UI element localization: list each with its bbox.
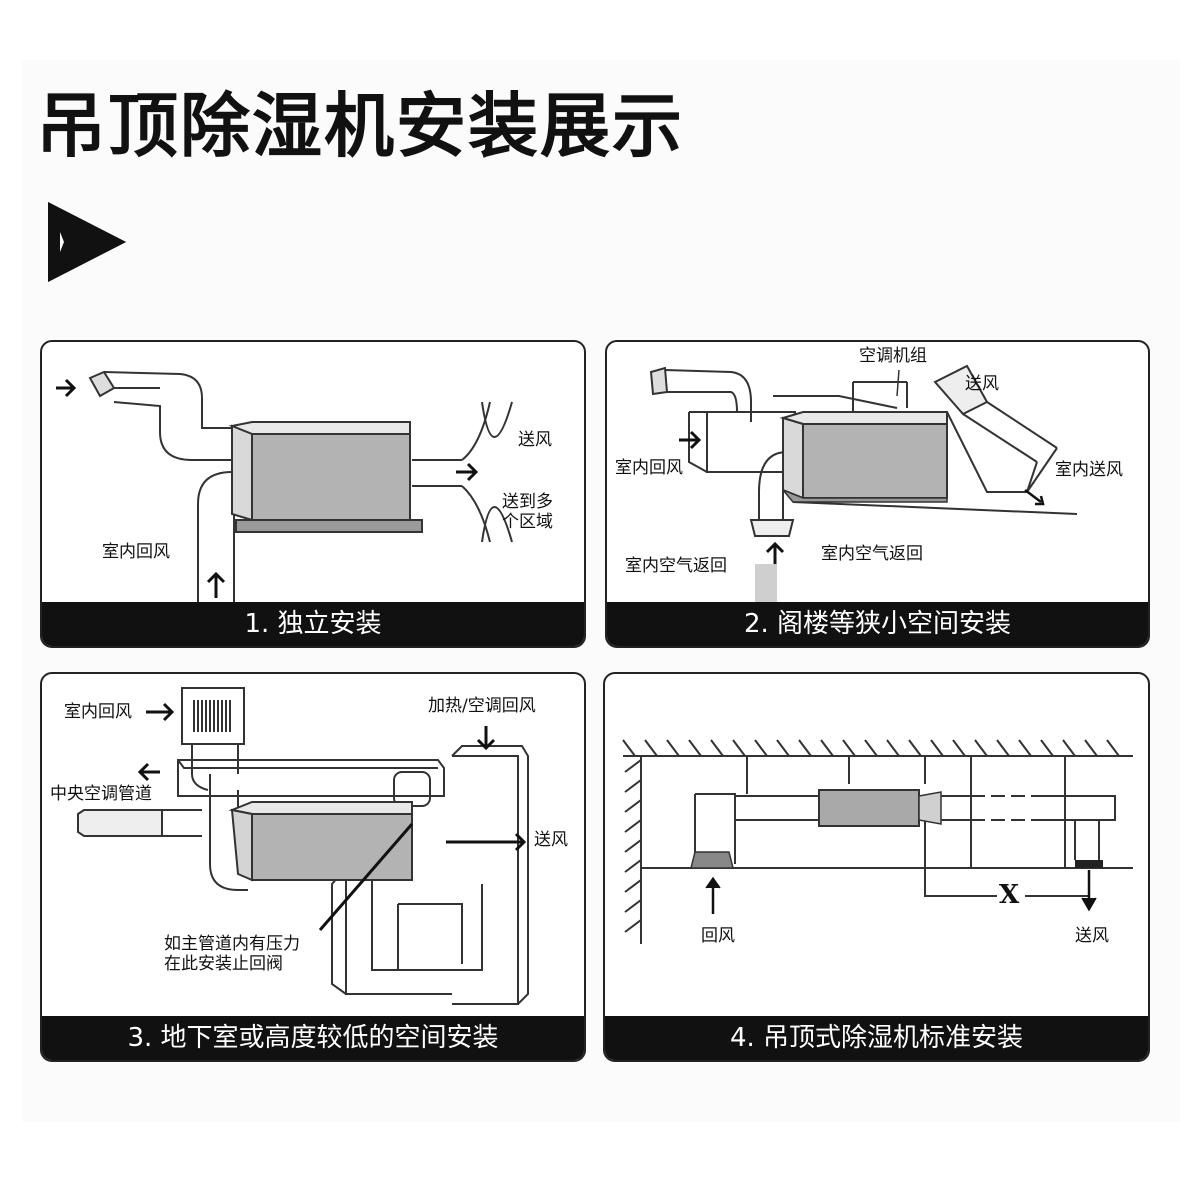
arrow-down-icon (476, 726, 496, 751)
attic-install-diagram (649, 364, 1078, 604)
panel-standalone-install: 送风 送到多 个区域 室内回风 1. 独立安装 (40, 340, 586, 648)
arrow-left-icon (137, 762, 160, 782)
label-air-return: 室内空气返回 (625, 556, 727, 576)
label-supply: 送风 (534, 830, 568, 850)
arrow-right-icon (446, 832, 527, 852)
standard-ceiling-install-diagram (622, 739, 1133, 944)
label-indoor-return: 室内回风 (102, 542, 170, 562)
label-indoor-supply: 室内送风 (1055, 460, 1123, 480)
label-supply: 送风 (518, 430, 552, 450)
arrow-up-icon (705, 876, 721, 914)
panel-standard-ceiling-install: X 回风 送风 4. 吊顶式除湿机标准安装 (603, 672, 1150, 1062)
label-return: 回风 (701, 926, 735, 946)
arrow-right-icon (679, 430, 702, 450)
arrow-up-icon (206, 571, 226, 598)
arrow-down-icon (1024, 489, 1045, 506)
panel-caption: 1. 独立安装 (42, 602, 584, 646)
panel-basement-install: 室内回风 加热/空调回风 中央空调管道 送风 如主管道内有压力 在此安装止回阀 … (40, 672, 586, 1062)
panel-attic-install: 空调机组 送风 室内回风 室内送风 室内空气返回 室内空气返回 2. 阁楼等狭小… (605, 340, 1150, 648)
panel-caption: 3. 地下室或高度较低的空间安装 (42, 1016, 584, 1060)
basement-install-diagram (77, 687, 529, 1005)
arrow-down-icon (1081, 870, 1097, 912)
label-multi-zone: 送到多 个区域 (502, 492, 553, 532)
arrow-right-icon (56, 378, 77, 398)
page-title: 吊顶除湿机安装展示 (36, 85, 684, 167)
panel-caption: 2. 阁楼等狭小空间安装 (607, 602, 1148, 646)
arrow-right-icon (456, 462, 479, 482)
label-air-return: 室内空气返回 (821, 544, 923, 564)
standalone-install-diagram (56, 370, 513, 602)
label-heat-ac-return: 加热/空调回风 (428, 696, 536, 716)
label-central-duct: 中央空调管道 (50, 784, 152, 804)
arrow-right-icon (146, 702, 175, 722)
label-ac-unit: 空调机组 (859, 346, 927, 366)
panel-caption: 4. 吊顶式除湿机标准安装 (605, 1016, 1148, 1060)
label-supply: 送风 (1075, 926, 1109, 946)
label-check-valve: 如主管道内有压力 在此安装止回阀 (164, 934, 300, 974)
play-arrow-icon (48, 202, 126, 282)
grille-icon (193, 700, 231, 732)
label-indoor-return: 室内回风 (615, 458, 683, 478)
arrow-up-icon (765, 541, 785, 564)
label-distance-x: X (999, 880, 1020, 910)
label-indoor-return: 室内回风 (64, 702, 132, 722)
label-supply: 送风 (965, 374, 999, 394)
